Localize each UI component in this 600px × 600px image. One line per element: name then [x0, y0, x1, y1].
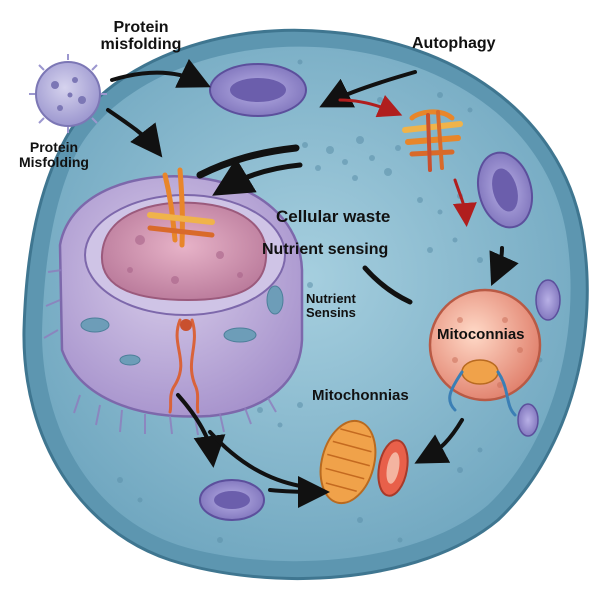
vesicle-small-right — [517, 279, 561, 437]
label-autophagy: Autophagy — [412, 35, 496, 52]
label-cellular-waste: Cellular waste — [276, 207, 391, 226]
dna-strands — [168, 318, 200, 414]
label-protein-misfolding-top: Protein misfolding — [100, 19, 182, 53]
label-mitoconnias: Mitoconnias — [437, 326, 525, 343]
vesicle-top — [209, 63, 307, 117]
mitochondrion-small — [377, 439, 409, 497]
autophagosome — [402, 109, 463, 172]
arrows — [106, 58, 519, 508]
vesicle-right — [477, 151, 533, 229]
label-nutrient-sensing: Nutrient sensing — [262, 241, 389, 258]
nucleus — [43, 167, 304, 436]
mitochondrion-large — [319, 419, 377, 505]
label-mitochonnias: Mitochonnias — [312, 387, 409, 404]
label-protein-misfolding-side: Protein Misfolding — [19, 139, 89, 170]
chromosome-top — [147, 167, 215, 248]
misfolded-protein-particle — [29, 54, 107, 133]
vesicle-bottom — [199, 479, 265, 521]
lysosome — [428, 288, 542, 417]
label-nutrient-sensins: Nutrient Sensins — [306, 291, 356, 320]
